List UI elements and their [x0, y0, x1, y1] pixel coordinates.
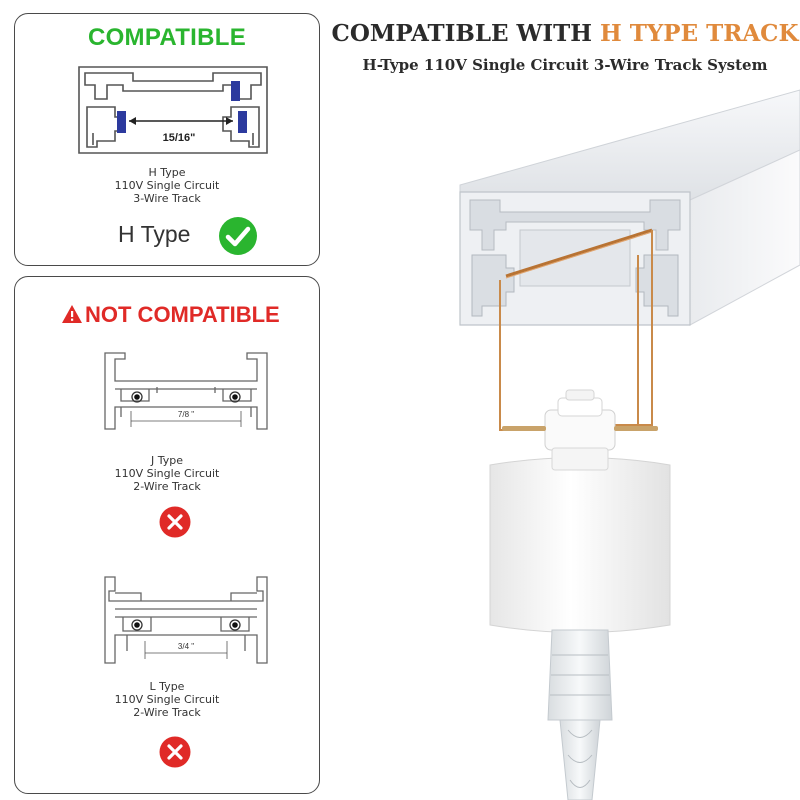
l-track-caption-line-2: 110V Single Circuit: [114, 693, 220, 706]
not-compatible-header: NOT COMPATIBLE: [85, 302, 280, 327]
j-track-caption: J Type 110V Single Circuit 2-Wire Track: [15, 454, 319, 493]
check-circle-icon: [219, 217, 257, 255]
compatible-verdict-label: H Type: [118, 221, 191, 247]
j-track-caption-line-2: 110V Single Circuit: [114, 467, 220, 480]
compatible-header: COMPATIBLE: [87, 24, 247, 51]
h-track-dimension: 15/16": [163, 132, 196, 144]
page-title-highlight: H TYPE TRACK: [600, 20, 799, 47]
page-subtitle: H-Type 110V Single Circuit 3-Wire Track …: [362, 56, 768, 74]
x-circle-icon: [159, 506, 191, 538]
l-track-diagram: 3/4 ": [104, 576, 268, 664]
page-title-prefix: COMPATIBLE WITH: [331, 20, 600, 47]
warning-triangle-icon: [62, 305, 82, 323]
page-title: COMPATIBLE WITH H TYPE TRACK: [330, 20, 800, 47]
adapter-connector: [502, 389, 658, 451]
conductor-left: [117, 111, 126, 133]
compatible-panel: COMPATIBLE 15/16" H Type 110V Single Cir…: [14, 13, 320, 266]
j-track-caption-line-3: 2-Wire Track: [133, 480, 201, 493]
h-track-caption: H Type 110V Single Circuit 3-Wire Track: [15, 166, 319, 205]
h-track-profile: [459, 191, 691, 326]
h-track-caption-line-3: 3-Wire Track: [133, 192, 201, 205]
h-track-caption-line-1: H Type: [148, 166, 186, 179]
j-track-dimension: 7/8 ": [178, 410, 194, 419]
l-track-caption-line-3: 2-Wire Track: [133, 706, 201, 719]
h-track-diagram: 15/16": [78, 66, 268, 154]
j-track-caption-line-1: J Type: [150, 454, 183, 467]
x-circle-icon: [159, 736, 191, 768]
not-compatible-panel: NOT COMPATIBLE 7/8 " J Type 110V Single …: [14, 276, 320, 794]
j-track-diagram: 7/8 ": [104, 352, 268, 430]
h-track-caption-line-2: 110V Single Circuit: [114, 179, 220, 192]
conductor-right: [238, 111, 247, 133]
track-and-adapter-illustration: [459, 89, 800, 800]
cable-strain-relief: [547, 629, 613, 800]
l-track-dimension: 3/4 ": [178, 642, 194, 651]
l-track-caption-line-1: L Type: [149, 680, 185, 693]
l-track-caption: L Type 110V Single Circuit 2-Wire Track: [15, 680, 319, 719]
adapter-body: [489, 457, 671, 633]
conductor-top-right: [231, 81, 240, 101]
